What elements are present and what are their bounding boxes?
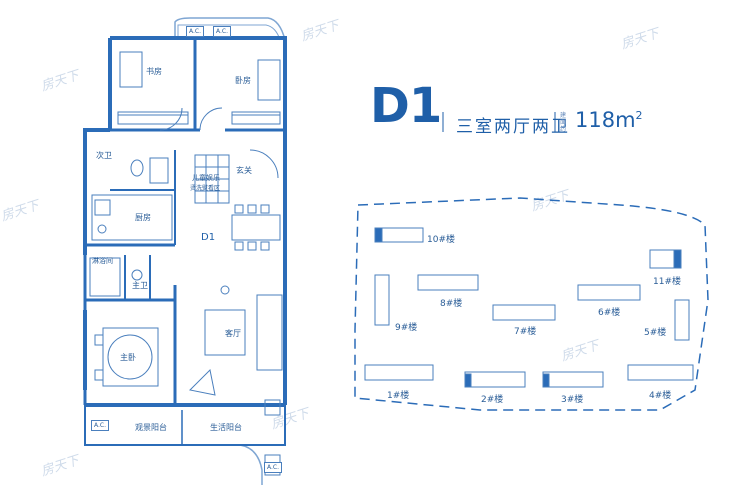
building-label: 5#楼: [644, 328, 667, 338]
room-kitchen: 厨房: [135, 213, 151, 222]
room-kids-area: 儿童娱乐: [192, 174, 220, 182]
room-entry: 玄关: [236, 166, 252, 175]
building-label: 1#楼: [387, 391, 410, 401]
plan-layout: 三室两厅两卫: [456, 117, 570, 137]
room-bedroom: 卧房: [235, 76, 251, 85]
building-label: 4#楼: [649, 391, 672, 401]
building-label: 11#楼: [653, 277, 681, 287]
ac-label: A.C.: [213, 26, 232, 37]
plan-tag: D1: [201, 232, 216, 243]
building-label: 6#楼: [598, 308, 621, 318]
ac-label: A.C.: [264, 462, 283, 473]
room-shower: 淋浴间: [92, 257, 113, 265]
room-kids-area-2: 烫洗熨看区: [190, 185, 221, 192]
room-service-balcony: 生活阳台: [210, 423, 242, 432]
building-label: 10#楼: [427, 235, 455, 245]
building-label: 7#楼: [514, 327, 537, 337]
area-tag: 建面约: [560, 112, 567, 133]
building-label: 3#楼: [561, 395, 584, 405]
building-label: 2#楼: [481, 395, 504, 405]
ac-label: A.C.: [91, 420, 110, 431]
room-living: 客厅: [225, 329, 241, 338]
building-label: 9#楼: [395, 323, 418, 333]
room-master-bed: 主卧: [120, 353, 136, 362]
room-study: 书房: [146, 67, 162, 76]
room-master-bath: 主卫: [132, 281, 148, 290]
ac-label: A.C.: [186, 26, 205, 37]
area-value: 118m2: [575, 108, 643, 132]
room-sub-bath: 次卫: [96, 151, 112, 160]
building-label: 8#楼: [440, 299, 463, 309]
plan-code: D1: [370, 78, 442, 134]
room-view-balcony: 观景阳台: [135, 423, 167, 432]
